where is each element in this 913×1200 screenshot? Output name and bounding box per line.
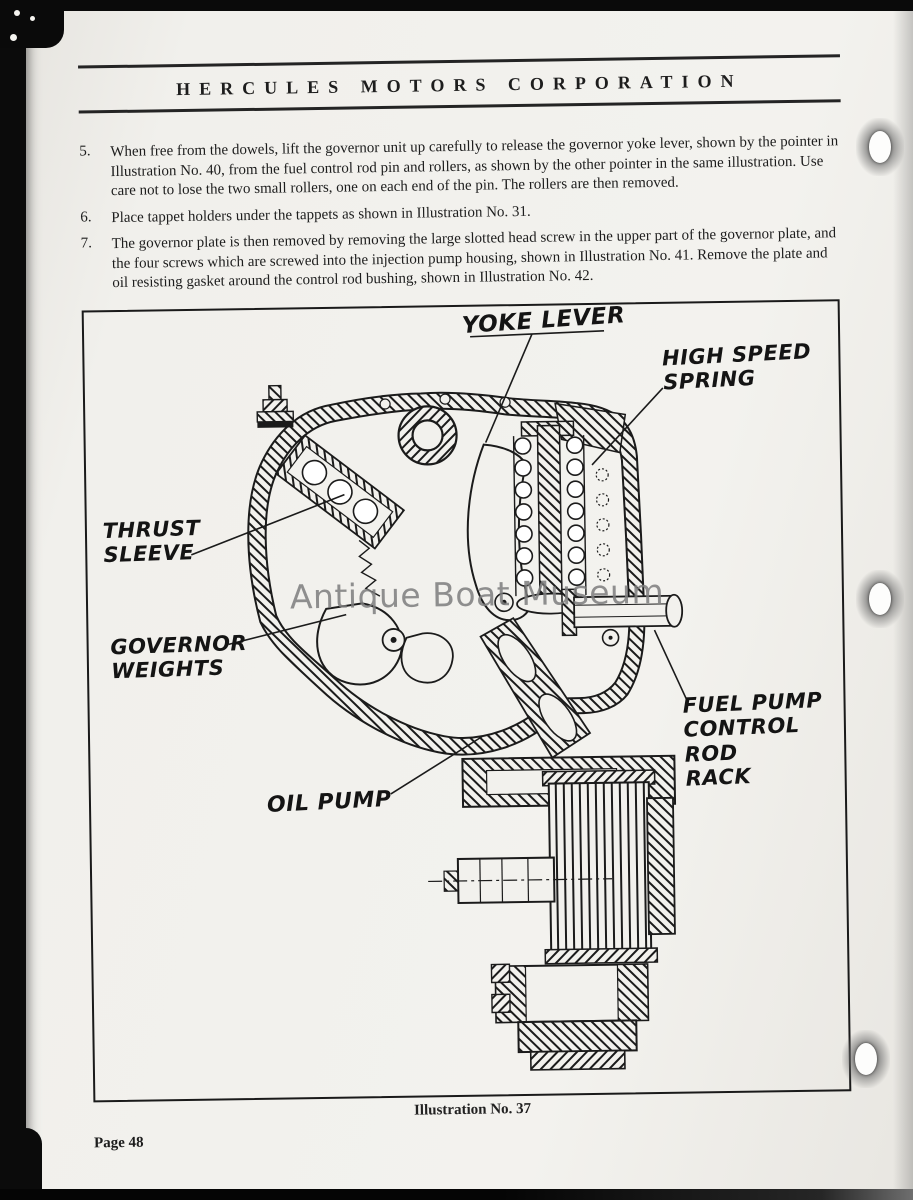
page-number: Page 48 <box>93 1134 144 1152</box>
instruction-text: The governor plate is then removed by re… <box>111 225 837 292</box>
governor-cutaway-drawing <box>191 329 689 1071</box>
small-spring <box>358 539 381 597</box>
cap-screw <box>256 384 295 428</box>
instruction-number: 5. <box>79 143 91 160</box>
leader-lines <box>191 329 689 795</box>
binding-edge-top <box>0 0 913 11</box>
fuel-control-rod <box>561 588 684 647</box>
illustration-frame: YOKE LEVER HIGH SPEED SPRING THRUST SLEE… <box>81 299 852 1103</box>
label-thrust-sleeve: THRUST SLEEVE <box>102 515 201 568</box>
instruction-text: When free from the dowels, lift the gove… <box>110 133 839 200</box>
punch-hole-middle <box>856 570 904 628</box>
punch-hole-bottom <box>842 1030 890 1088</box>
binding-corner-top-left <box>0 0 64 48</box>
label-high-speed-spring: HIGH SPEED SPRING <box>661 339 812 395</box>
instruction-number: 7. <box>80 235 93 252</box>
punch-hole <box>869 131 891 163</box>
governor-weights-part <box>316 602 454 686</box>
label-fuel-pump-control-rod-rack: FUEL PUMP CONTROL ROD RACK <box>682 688 823 791</box>
paper-speck <box>30 16 35 21</box>
bearing <box>397 405 458 466</box>
instruction-list: 5. When free from the dowels, lift the g… <box>79 132 845 301</box>
instruction-item-7: 7. The governor plate is then removed by… <box>81 224 846 294</box>
pump-body <box>428 754 677 1071</box>
watermark: Antique Boat Museum <box>289 571 665 617</box>
punch-hole <box>869 583 891 615</box>
company-title: HERCULES MOTORS CORPORATION <box>176 70 743 100</box>
paper-speck <box>10 34 17 41</box>
page-header: HERCULES MOTORS CORPORATION <box>78 54 841 114</box>
punch-hole-top <box>856 118 904 176</box>
binding-edge-bottom-left <box>0 1128 42 1200</box>
binding-edge-left <box>0 0 26 1200</box>
instruction-text: Place tappet holders under the tappets a… <box>111 203 531 226</box>
instruction-number: 6. <box>80 208 92 226</box>
instruction-item-5: 5. When free from the dowels, lift the g… <box>79 132 844 202</box>
drive-shaft <box>479 616 592 759</box>
instruction-item-6: 6. Place tappet holders under the tappet… <box>80 198 844 229</box>
label-governor-weights: GOVERNOR WEIGHTS <box>110 630 248 684</box>
binding-edge-bottom <box>0 1189 913 1200</box>
punch-hole <box>855 1043 877 1075</box>
thrust-sleeve-assembly <box>274 434 406 550</box>
paper-speck <box>14 10 20 16</box>
